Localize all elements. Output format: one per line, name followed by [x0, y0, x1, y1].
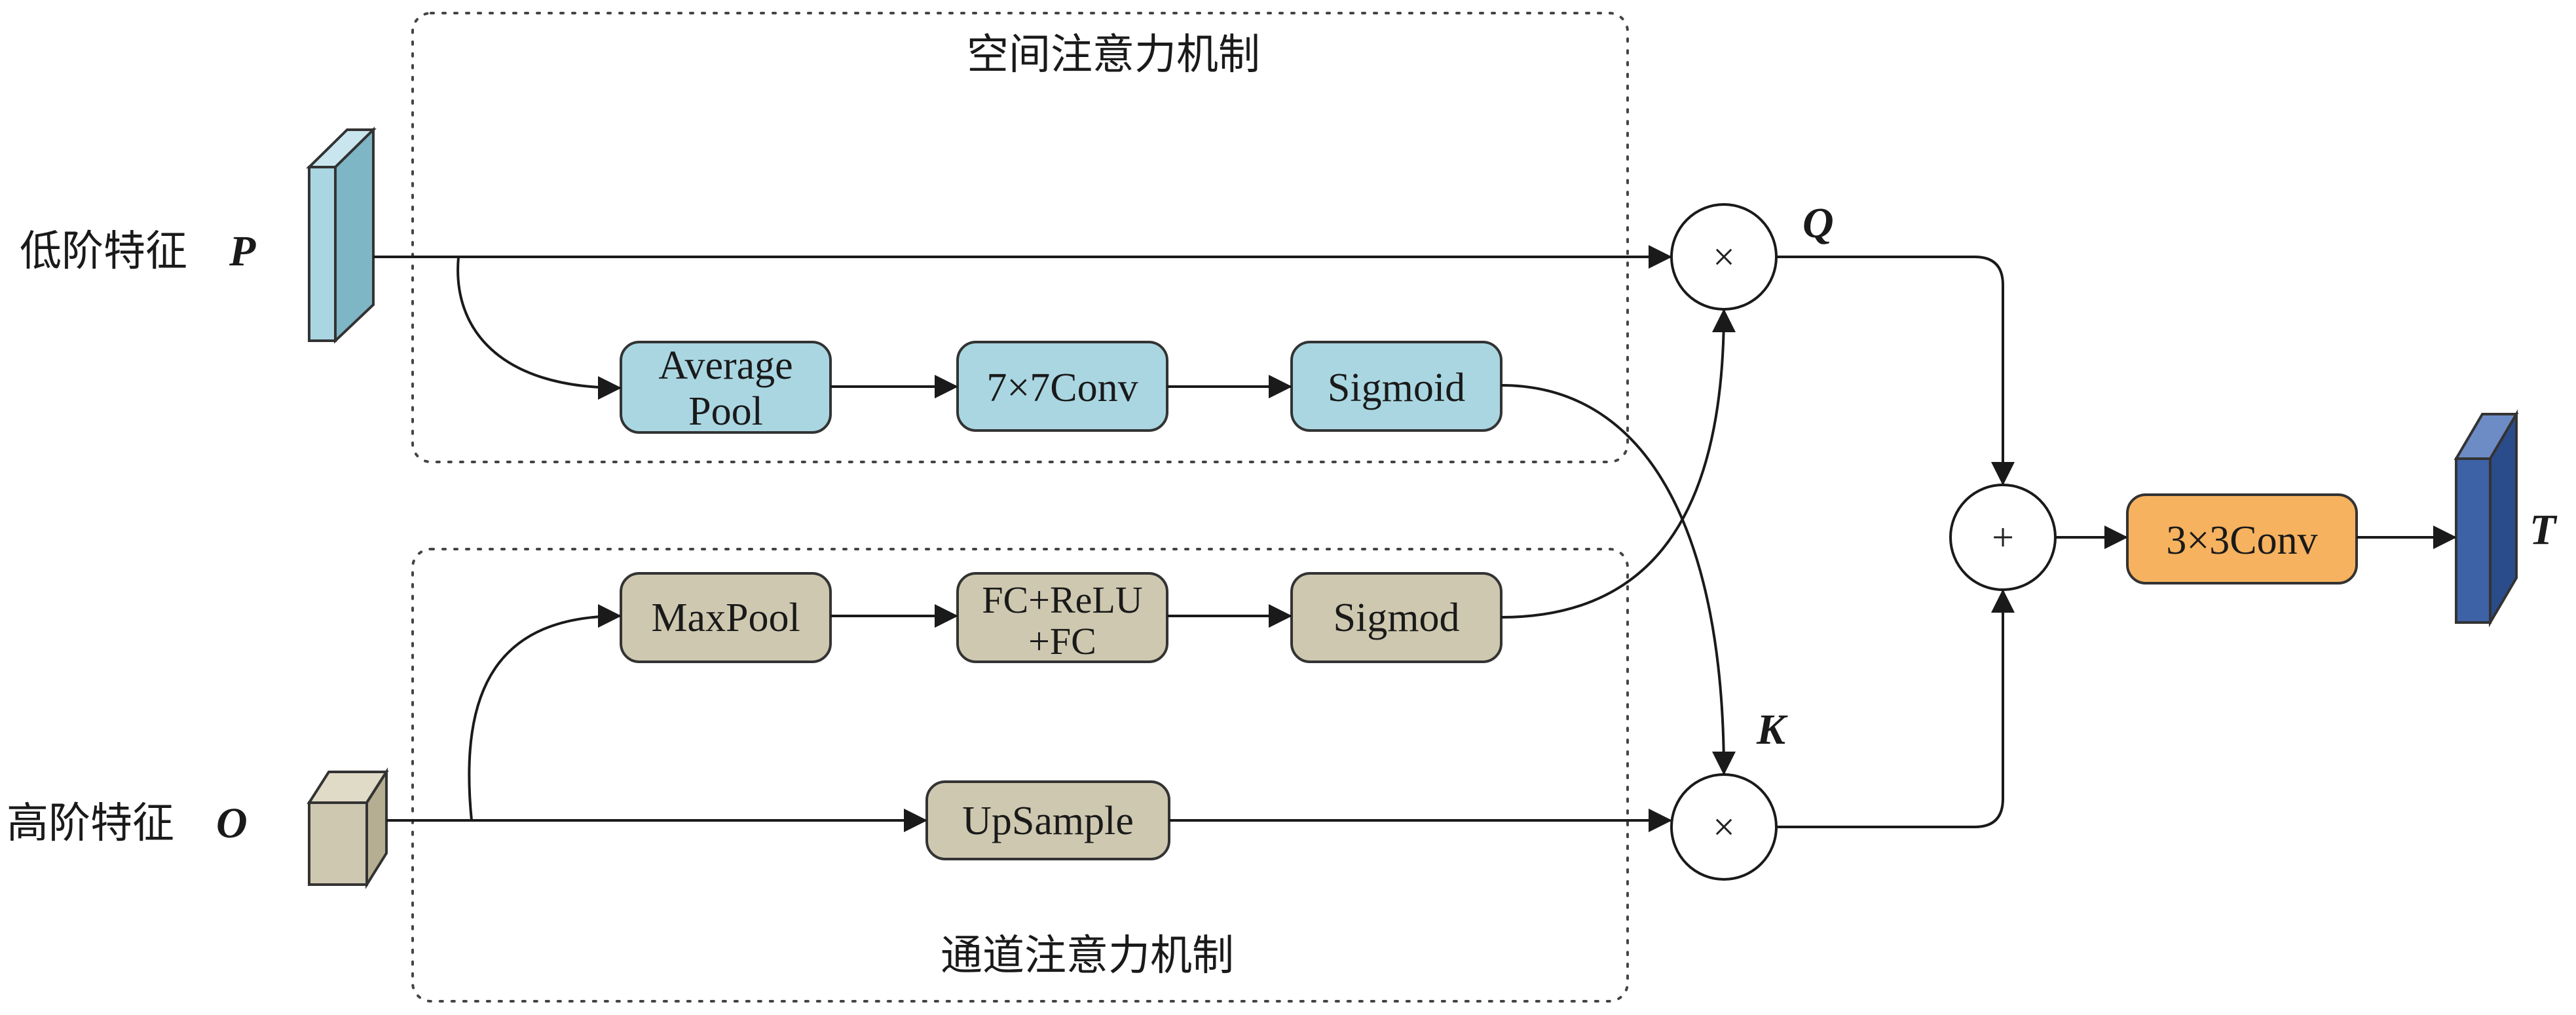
low-feature-label: 低阶特征 — [20, 227, 187, 276]
svg-text:7×7Conv: 7×7Conv — [986, 366, 1138, 410]
spatial-attention-region — [411, 12, 1629, 463]
low-feature-var: P — [229, 227, 256, 275]
maxpool-box: MaxPool — [620, 572, 832, 663]
multiply-bottom-operator: × — [1670, 773, 1778, 881]
svg-text:+: + — [1992, 516, 2014, 559]
svg-text:FC+ReLU: FC+ReLU — [982, 579, 1142, 621]
sigmod-box: Sigmod — [1290, 572, 1503, 663]
svg-text:3×3Conv: 3×3Conv — [2166, 518, 2317, 563]
upsample-box: UpSample — [925, 780, 1170, 860]
svg-text:Sigmod: Sigmod — [1334, 596, 1460, 640]
var-k-label: K — [1756, 706, 1788, 754]
output-var-t: T — [2529, 506, 2558, 554]
sigmoid-box: Sigmoid — [1290, 341, 1503, 432]
low-feature-block — [306, 126, 377, 344]
spatial-attention-title: 空间注意力机制 — [967, 31, 1260, 79]
average-pool-box: Average Pool — [620, 341, 832, 434]
svg-text:UpSample: UpSample — [962, 799, 1134, 843]
conv3x3-box: 3×3Conv — [2126, 493, 2358, 584]
svg-text:Average: Average — [658, 343, 793, 388]
connections — [373, 245, 2457, 832]
high-feature-block — [307, 767, 389, 889]
svg-text:MaxPool: MaxPool — [651, 596, 800, 640]
svg-text:+FC: +FC — [1028, 620, 1096, 662]
channel-attention-title: 通道注意力机制 — [941, 932, 1234, 980]
svg-text:×: × — [1713, 235, 1735, 278]
channel-attention-region — [411, 548, 1629, 1003]
svg-text:Pool: Pool — [688, 389, 763, 434]
output-feature-block — [2454, 409, 2519, 628]
high-feature-label: 高阶特征 — [7, 799, 174, 848]
svg-text:×: × — [1713, 805, 1735, 849]
var-q-label: Q — [1802, 199, 1834, 247]
svg-text:Sigmoid: Sigmoid — [1328, 366, 1465, 410]
multiply-top-operator: × — [1670, 203, 1778, 311]
high-feature-var: O — [216, 799, 248, 847]
conv7x7-box: 7×7Conv — [956, 341, 1168, 432]
fc-relu-fc-box: FC+ReLU +FC — [956, 572, 1168, 663]
add-operator: + — [1949, 484, 2057, 591]
